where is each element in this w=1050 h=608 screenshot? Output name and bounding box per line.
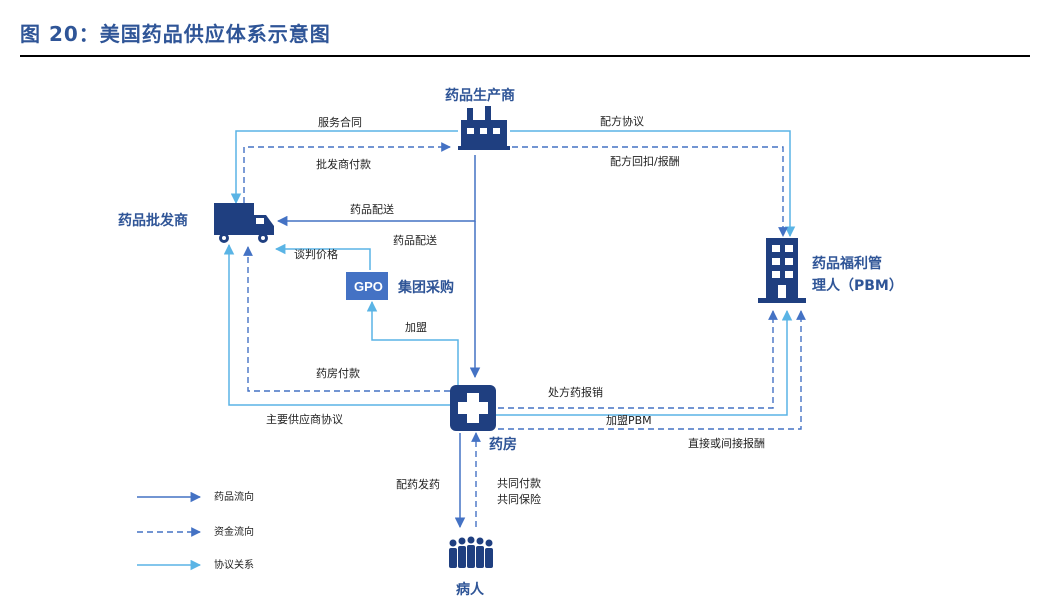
legend-money-flow-label: 资金流向 [214, 525, 254, 538]
edge-join-pbm [496, 309, 793, 416]
pharmacy-label: 药房 [489, 436, 517, 453]
wholesaler-label: 药品批发商 [118, 212, 188, 229]
edge-main-supplier [223, 243, 450, 406]
legend-drug-flow-label: 药品流向 [214, 490, 254, 503]
label-copay: 共同付款 [497, 476, 541, 490]
label-formulary-rebate: 配方回扣/报酬 [610, 154, 680, 168]
pharmacy-cross-icon [450, 385, 496, 431]
label-formulary-agreement: 配方协议 [600, 114, 644, 128]
pbm-label-line1: 药品福利管 [812, 255, 882, 272]
label-rx-reimbursement: 处方药报销 [548, 385, 603, 399]
edge-formulary-rebate [512, 146, 788, 237]
label-negotiate-price: 谈判价格 [294, 247, 338, 261]
label-service-contract: 服务合同 [318, 115, 362, 129]
legend: 药品流向 资金流向 协议关系 [137, 490, 254, 571]
gpo-badge [346, 272, 388, 300]
pbm-label-line2: 理人（PBM） [812, 277, 903, 294]
legend-agreement-label: 协议关系 [214, 558, 254, 571]
edge-formulary-agreement [510, 130, 796, 238]
label-co-insurance: 共同保险 [497, 492, 541, 506]
gpo-label: 集团采购 [397, 279, 454, 296]
edge-rx-reimbursement [498, 310, 778, 409]
patient-label: 病人 [456, 581, 485, 598]
label-main-supplier: 主要供应商协议 [266, 412, 343, 426]
edge-negotiate-price [274, 243, 371, 270]
label-join-gpo: 加盟 [405, 321, 427, 334]
label-pharmacy-payment: 药房付款 [316, 366, 360, 380]
label-delivery-to-pharmacy: 药品配送 [393, 233, 437, 247]
title-rule [20, 55, 1030, 57]
gpo-badge-text: GPO [354, 279, 383, 294]
label-direct-indirect-fee: 直接或间接报酬 [688, 436, 765, 450]
figure-title: 图 20：美国药品供应体系示意图 [20, 22, 331, 46]
edge-direct-indirect-fee [498, 310, 806, 430]
label-join-pbm: 加盟PBM [606, 414, 652, 427]
edge-service-contract [230, 130, 458, 205]
truck-icon [214, 203, 274, 243]
patients-icon [449, 536, 493, 568]
edge-wholesaler-payment [243, 142, 451, 203]
factory-icon [458, 106, 510, 150]
edge-join-gpo [366, 300, 459, 391]
label-wholesaler-payment: 批发商付款 [316, 157, 371, 171]
building-icon [758, 238, 806, 303]
edge-pharmacy-payment [243, 246, 450, 392]
label-delivery-to-wholesaler: 药品配送 [350, 202, 394, 216]
manufacturer-label: 药品生产商 [445, 87, 515, 104]
label-dispense: 配药发药 [396, 477, 440, 491]
